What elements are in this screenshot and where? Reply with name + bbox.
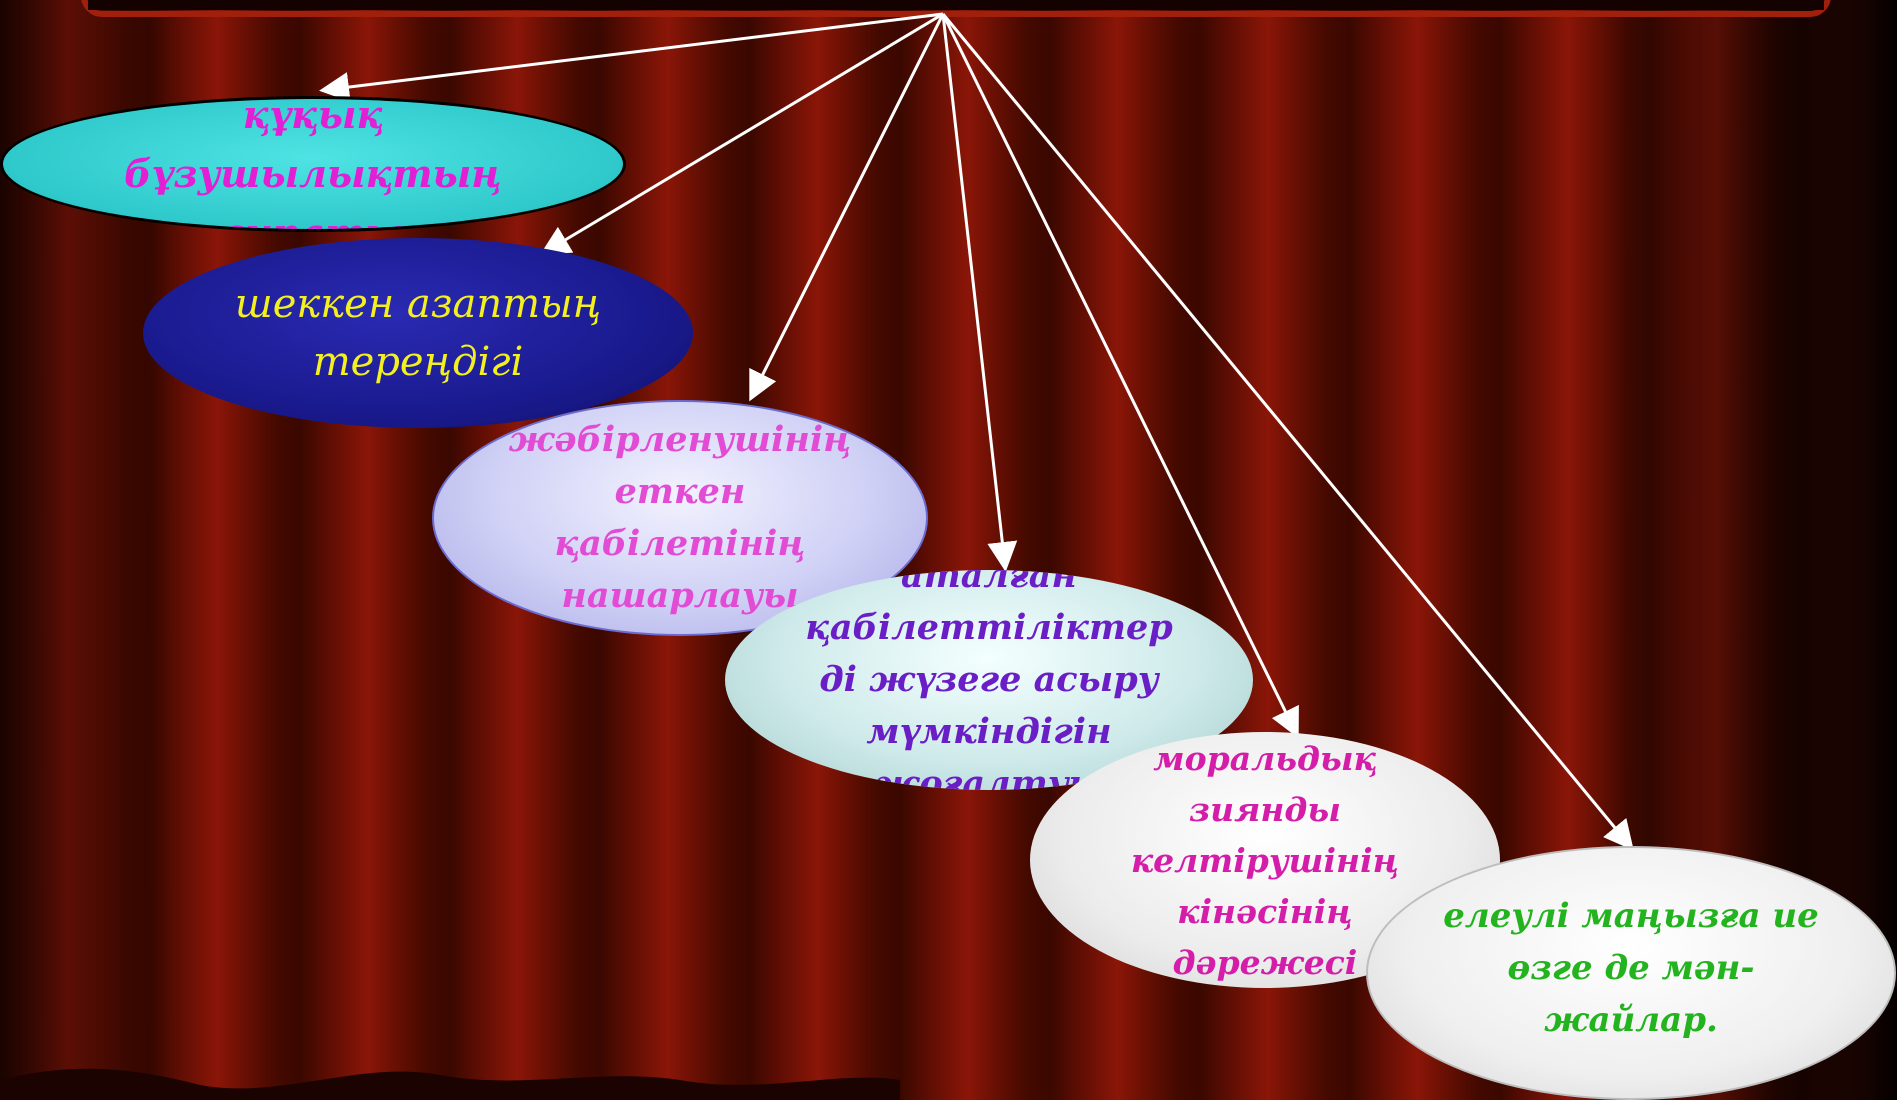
edge-arrow-node-1 bbox=[319, 12, 944, 102]
edge-arrow-node-3 bbox=[749, 13, 945, 402]
edge-arrow-node-4 bbox=[941, 13, 1018, 572]
node-ability-decline-label: жәбірленушінің еткен қабілетінің нашарла… bbox=[508, 419, 852, 616]
curtain-bottom-hem bbox=[0, 1068, 900, 1100]
top-source-frame bbox=[81, 0, 1831, 17]
node-capability-loss-label: аталған қабілеттіліктер ді жүзеге асыру … bbox=[805, 570, 1173, 790]
node-other-circumstances-label: елеулі маңызға ие өзге де мән- жайлар. bbox=[1443, 896, 1819, 1040]
edge-arrow-node-5 bbox=[941, 13, 1299, 739]
node-suffering-depth: шеккен азаптың тереңдігі bbox=[143, 238, 693, 428]
node-guilt-degree-label: моральдық зиянды келтірушінің кінәсінің … bbox=[1130, 738, 1400, 982]
edge-arrow-node-6 bbox=[941, 13, 1634, 851]
node-offense-nature-label: құқық бұзушылықтың сипаты bbox=[124, 96, 502, 232]
node-capability-loss: аталған қабілеттіліктер ді жүзеге асыру … bbox=[725, 570, 1253, 790]
node-offense-nature: құқық бұзушылықтың сипаты bbox=[0, 96, 626, 232]
edge-arrow-node-2 bbox=[539, 12, 944, 256]
node-suffering-depth-label: шеккен азаптың тереңдігі bbox=[234, 281, 602, 385]
node-other-circumstances: елеулі маңызға ие өзге де мән- жайлар. bbox=[1366, 846, 1896, 1100]
top-source-box bbox=[88, 0, 1824, 10]
edge-group bbox=[319, 12, 1634, 851]
